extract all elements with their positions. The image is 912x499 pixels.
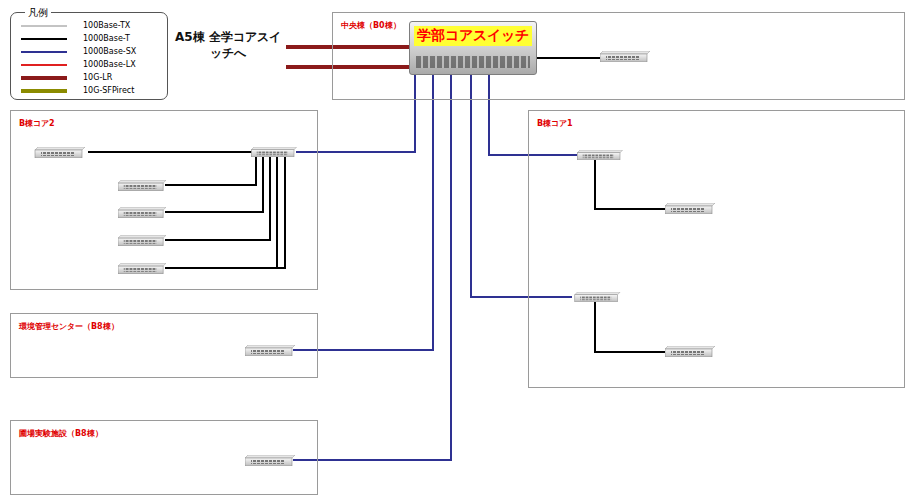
building-area: 中央棟（B0棟） 学部コアスイッチ (332, 12, 905, 100)
legend-sample (19, 33, 69, 45)
t-line (595, 300, 667, 352)
switch-icon (245, 345, 295, 356)
uplink-label: A5棟 全学コアスイッチへ (172, 30, 284, 61)
legend-sample (19, 20, 69, 32)
area-title: B棟コア2 (19, 118, 55, 129)
sx-link (318, 75, 433, 350)
legend-sample (19, 85, 69, 97)
legend-sample (19, 72, 69, 84)
port-strip (416, 56, 530, 68)
t-line (88, 151, 252, 153)
switch-icon (118, 263, 166, 274)
legend-sample (19, 59, 69, 71)
legend-text: 10G-SFPirect (83, 86, 134, 95)
area-title: B棟コア1 (537, 118, 573, 129)
area-title: 中央棟（B0棟） (341, 20, 401, 31)
building-area: B棟コア1 (528, 110, 905, 388)
area-title: 圃場実験施設（B8棟） (19, 428, 103, 439)
legend-title: 凡例 (25, 6, 51, 20)
switch-name: 学部コアスイッチ (414, 26, 532, 46)
t-line (165, 156, 277, 268)
switch-icon (35, 147, 85, 158)
switch-icon (251, 147, 296, 157)
legend-row: 10G-SFPirect (19, 85, 165, 97)
sx-line (293, 349, 318, 351)
building-area: 環境管理センター（B8棟） (10, 313, 318, 378)
legend-text: 100Base-TX (83, 21, 130, 30)
legend-row: 1000Base-SX (19, 46, 165, 58)
core-switch: 学部コアスイッチ (409, 21, 537, 75)
legend-row: 100Base-TX (19, 20, 165, 32)
building-area: B棟コア2 (10, 110, 318, 290)
switch-icon (118, 235, 166, 246)
building-area: 圃場実験施設（B8棟） (10, 420, 318, 495)
t-line (595, 158, 667, 209)
sx-line (528, 154, 577, 156)
legend-row: 1000Base-LX (19, 59, 165, 71)
t-line (165, 156, 256, 185)
switch-icon (665, 346, 715, 357)
switch-icon (575, 292, 620, 302)
legend-text: 1000Base-SX (83, 47, 136, 56)
sx-link (489, 75, 528, 155)
t-line (165, 156, 263, 212)
sx-line (296, 151, 318, 153)
sx-link (471, 75, 528, 297)
switch-icon (600, 51, 650, 62)
switch-icon (245, 455, 295, 466)
switch-icon (577, 150, 622, 160)
t-line (277, 156, 285, 268)
switch-icon (118, 180, 166, 191)
legend-box: 凡例100Base-TX1000Base-T1000Base-SX1000Bas… (10, 12, 168, 100)
sx-line (293, 459, 318, 461)
legend-row: 10G-LR (19, 72, 165, 84)
legend-text: 1000Base-LX (83, 60, 136, 69)
t-line (165, 156, 270, 240)
area-title: 環境管理センター（B8棟） (19, 321, 119, 332)
sx-line (528, 296, 572, 298)
switch-icon (118, 207, 166, 218)
legend-sample (19, 46, 69, 58)
switch-icon (665, 203, 715, 214)
legend-text: 10G-LR (83, 73, 112, 82)
legend-text: 1000Base-T (83, 34, 130, 43)
sx-link (318, 75, 451, 460)
legend-row: 1000Base-T (19, 33, 165, 45)
